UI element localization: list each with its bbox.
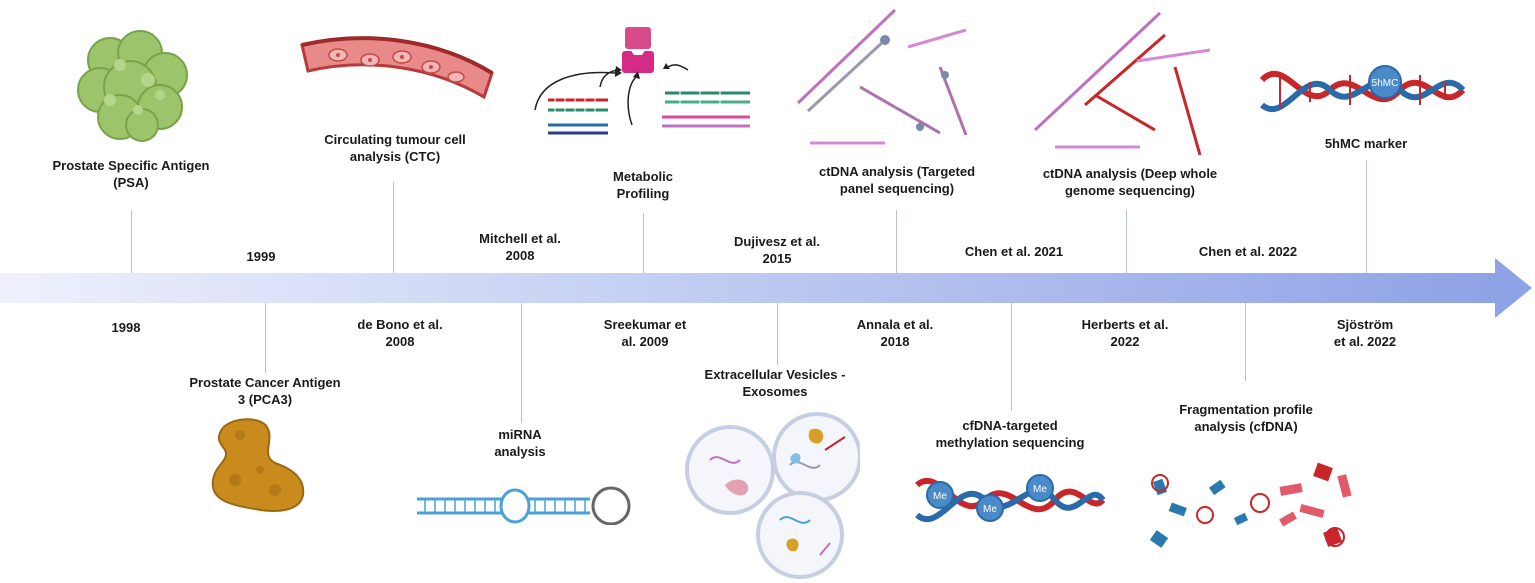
timeline-arrowhead [1495, 258, 1532, 318]
event-name-ctdna-wgs: ctDNA analysis (Deep whole genome sequen… [1042, 166, 1218, 198]
connector-metabolic [643, 213, 644, 273]
connector-cfdna-methyl [1011, 303, 1012, 411]
year-metabolic: Mitchell et al. 2008 [479, 231, 561, 263]
year-fragment: Sjöström et al. 2022 [1333, 317, 1397, 349]
connector-mirna [521, 303, 522, 423]
methyl-badge-text-1: Me [933, 491, 947, 502]
connector-exosomes [777, 303, 778, 365]
metabolic-profiling-icon [534, 27, 750, 135]
event-name-ctdna-targeted: ctDNA analysis (Targeted panel sequencin… [818, 164, 976, 196]
year-5hmc: Chen et al. 2022 [1198, 244, 1298, 259]
event-name-pca3: Prostate Cancer Antigen 3 (PCA3) [189, 375, 341, 407]
event-name-ctc: Circulating tumour cell analysis (CTC) [324, 132, 466, 164]
blood-vessel-icon [300, 36, 494, 100]
5hmc-badge-text: 5hMC [1372, 78, 1399, 89]
timeline-bar [0, 273, 1500, 303]
exosomes-vesicles-icon [685, 412, 860, 579]
year-psa: 1998 [111, 320, 141, 335]
year-exosomes: Annala et al. 2018 [856, 317, 934, 349]
event-name-fragment: Fragmentation profile analysis (cfDNA) [1179, 402, 1313, 434]
event-name-mirna: miRNA analysis [494, 427, 546, 459]
connector-fragment [1245, 303, 1246, 381]
connector-ctdna-wgs [1126, 210, 1127, 273]
year-cfdna-methyl: Herberts et al. 2022 [1081, 317, 1169, 349]
year-pca3: de Bono et al. 2008 [357, 317, 443, 349]
mirna-hairpin-icon [417, 486, 631, 525]
connector-ctc [393, 182, 394, 273]
fragmentation-profile-icon [1149, 462, 1352, 548]
year-ctdna-wgs: Chen et al. 2021 [964, 244, 1064, 259]
5hmc-dna-helix-icon: 5hMC [1260, 65, 1465, 113]
year-ctdna-targeted: Dujivesz et al. 2015 [734, 234, 820, 266]
connector-pca3 [265, 303, 266, 373]
ctdna-targeted-fragments-icon [796, 8, 968, 145]
methyl-badge-text-2: Me [983, 504, 997, 515]
event-name-exosomes: Extracellular Vesicles - Exosomes [704, 367, 846, 399]
psa-protein-icon [77, 30, 188, 142]
event-name-5hmc: 5hMC marker [1324, 136, 1408, 151]
connector-ctdna-targeted [896, 210, 897, 273]
ctdna-wgs-fragments-icon [1033, 11, 1211, 155]
connector-psa [131, 210, 132, 273]
event-name-metabolic: Metabolic Profiling [613, 169, 673, 201]
year-ctc: 1999 [246, 249, 276, 264]
event-name-psa: Prostate Specific Antigen (PSA) [52, 158, 210, 190]
year-mirna: Sreekumar et al. 2009 [603, 317, 687, 349]
pca3-protein-icon [211, 418, 305, 512]
connector-5hmc [1366, 160, 1367, 273]
methyl-badge-text-3: Me [1033, 484, 1047, 495]
event-name-cfdna-methyl: cfDNA-targeted methylation sequencing [935, 418, 1085, 450]
methylation-dna-helix-icon: Me Me Me [915, 474, 1105, 523]
